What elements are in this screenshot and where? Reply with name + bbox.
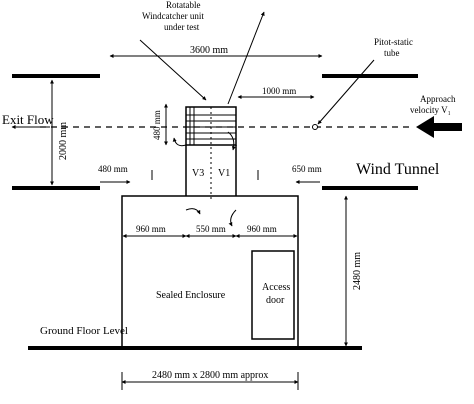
ground-floor-label: Ground Floor Level [40, 325, 128, 337]
windcatcher-pointer [139, 39, 207, 101]
gap-left-label: 480 mm [98, 164, 128, 174]
pitot-pointer [317, 59, 375, 125]
wind-tunnel-label: Wind Tunnel [356, 161, 440, 178]
pitot-label-2: tube [384, 48, 400, 58]
approach-label-1: Approach [420, 94, 456, 104]
enclosure-flow-left [185, 208, 201, 215]
approach-label-2: velocity V₁ [410, 105, 451, 115]
rotation-arrow [227, 11, 265, 105]
v1-label: V1 [218, 168, 230, 179]
access-door-label-2: door [266, 295, 285, 306]
tunnel-length-label: 3600 mm [190, 45, 228, 56]
windcatcher-unit [185, 106, 237, 200]
enclosure-flow-right [228, 209, 237, 227]
right-width-label: 960 mm [247, 224, 277, 234]
sealed-enclosure-label: Sealed Enclosure [156, 290, 226, 301]
inflow-arrow [227, 131, 236, 151]
sealed-enclosure [121, 195, 299, 349]
pitot-label-1: Pitot-static [374, 37, 413, 47]
approach-flow-arrow [416, 116, 462, 138]
pitot-tube-icon [312, 124, 318, 130]
access-door-label-1: Access [262, 282, 290, 293]
windcatcher-label-3: under test [164, 22, 200, 32]
windcatcher-label-2: Windcatcher unit [142, 11, 204, 21]
mid-width-label: 550 mm [196, 224, 226, 234]
outflow-arrow [172, 137, 187, 147]
windcatcher-label-1: Rotatable [166, 0, 201, 10]
enclosure-height-label: 2480 mm [352, 252, 363, 290]
gap-right-label: 650 mm [292, 164, 322, 174]
v3-label: V3 [192, 168, 204, 179]
exit-flow-label: Exit Flow [2, 112, 54, 127]
pitot-distance-label: 1000 mm [262, 86, 296, 96]
left-width-label: 960 mm [136, 224, 166, 234]
tunnel-height-label: 2000 mm [58, 122, 69, 160]
footprint-label: 2480 mm x 2800 mm approx [152, 370, 268, 381]
unit-height-label: 480 mm [152, 110, 162, 140]
access-door [251, 250, 295, 340]
